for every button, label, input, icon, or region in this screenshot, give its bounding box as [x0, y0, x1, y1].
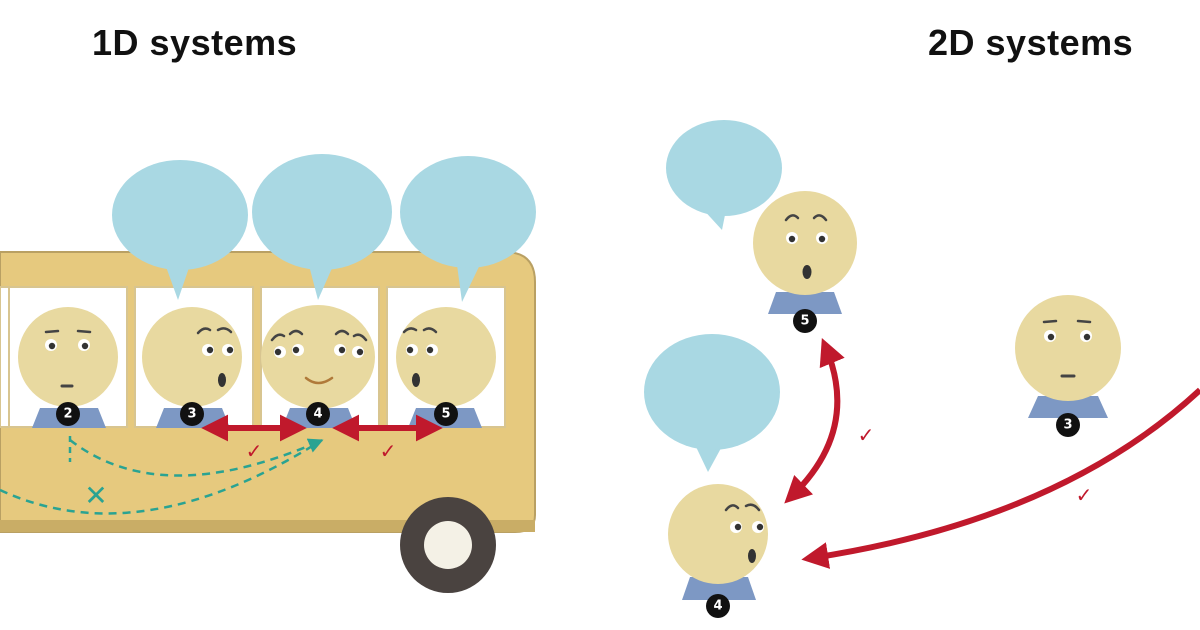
- number-badge-2d-5: [793, 309, 817, 333]
- number-badge-2: [56, 402, 80, 426]
- passenger-4: 4: [261, 305, 375, 428]
- number-badge-3: [180, 402, 204, 426]
- collar-icon: [682, 577, 756, 600]
- number-badge-4: [306, 402, 330, 426]
- face-icon: [142, 307, 242, 407]
- passenger-5-number: 5: [441, 407, 450, 422]
- face-icon: [396, 307, 496, 407]
- dashed-arrow-1d-2-4-outer: [0, 438, 323, 515]
- person-2d-5: 5: [753, 191, 857, 333]
- face-icon: [18, 307, 118, 407]
- person-2d-3-number: 3: [1063, 418, 1072, 433]
- face-icon: [1015, 295, 1121, 401]
- check-mark-1d-3-4: ✓: [246, 439, 263, 463]
- number-badge-2d-3: [1056, 413, 1080, 437]
- speech-bubble-1d-4: [252, 154, 392, 300]
- speech-bubble-2d-4: [644, 334, 780, 472]
- check-mark-1d-4-5: ✓: [380, 439, 397, 463]
- speech-bubble-1d-5: [400, 156, 536, 302]
- face-icon: [668, 484, 768, 584]
- bus-bumper: [0, 520, 535, 532]
- number-badge-2d-4: [706, 594, 730, 618]
- speech-bubble-2d-5: [666, 120, 782, 230]
- collar-icon: [1028, 396, 1108, 418]
- check-mark-2d-5-4: ✓: [858, 423, 875, 447]
- title-1d-systems: 1D systems: [92, 22, 298, 63]
- speech-bubble-1d-3: [112, 160, 248, 300]
- person-2d-4: 4: [668, 484, 768, 618]
- passenger-2: 2: [18, 307, 118, 428]
- check-mark-2d-3-4: ✓: [1076, 483, 1093, 507]
- blocked-mark-1d: ✕: [84, 479, 107, 512]
- arrow-2d-3-4: [801, 387, 1200, 569]
- collar-icon: [768, 292, 842, 314]
- bus-wheel-hub: [424, 521, 472, 569]
- person-2d-5-number: 5: [800, 314, 809, 329]
- passenger-3-number: 3: [187, 407, 196, 422]
- arrow-2d-5-4: [784, 338, 845, 504]
- passenger-4-number: 4: [313, 407, 322, 422]
- title-2d-systems: 2D systems: [928, 22, 1134, 63]
- person-2d-3: 3: [1015, 295, 1121, 437]
- passenger-2-number: 2: [63, 407, 72, 422]
- dashed-arrow-1d-2-4-inner: [69, 438, 324, 477]
- passenger-3: 3: [142, 307, 242, 428]
- person-2d-4-number: 4: [713, 599, 722, 614]
- face-icon: [261, 305, 375, 409]
- face-icon: [753, 191, 857, 295]
